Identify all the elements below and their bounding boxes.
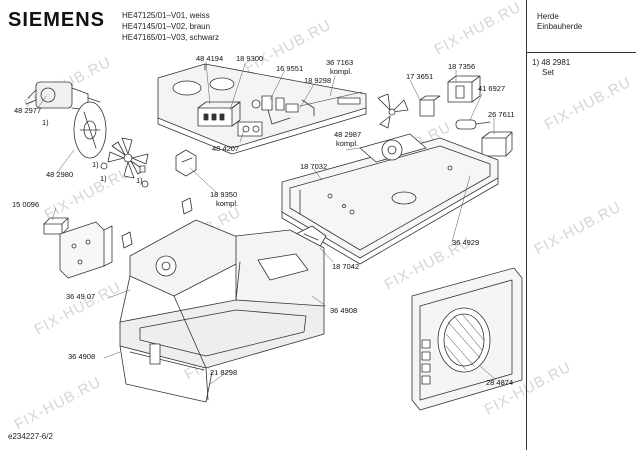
fan-shield-plate [73, 101, 107, 159]
part-label: 36 7163 [326, 58, 354, 67]
part-label: 15 0096 [12, 200, 40, 209]
part-label: 1) [92, 160, 99, 169]
fan-blade [107, 137, 149, 179]
brand-logo: SIEMENS [8, 9, 106, 31]
transformer [447, 75, 481, 103]
front-door [411, 267, 523, 411]
heating-relay [419, 95, 441, 117]
model-list: HE47125/01–V01, weiss HE47145/01–V02, br… [122, 10, 219, 43]
part-label: 18 7042 [332, 262, 360, 271]
selector-switch [237, 121, 263, 137]
oven-cavity [119, 219, 325, 403]
part-label: 48 2987 [334, 130, 362, 139]
motor-small-right [481, 131, 513, 157]
part-label: 48 2980 [46, 170, 74, 179]
part-label: 1) [136, 176, 143, 185]
side-note-ref: 1) 48 2981 [532, 58, 571, 67]
part-label: 1) [100, 174, 107, 183]
back-panel [281, 133, 499, 265]
thermostat-parts [261, 95, 315, 125]
part-label: 48 4207 [212, 144, 240, 153]
subcategory: Einbauherde [537, 22, 583, 31]
small-nuts [100, 162, 149, 188]
document-code: e234227-6/2 [8, 432, 53, 441]
small-clip-b [121, 231, 133, 249]
part-label: kompl. [216, 199, 239, 208]
indicator-lamp [251, 99, 261, 109]
part-label: 18 7032 [300, 162, 328, 171]
side-note-label: Set [542, 68, 555, 77]
model-line: HE47125/01–V01, weiss [122, 11, 210, 20]
fan-wheel-right [377, 93, 409, 129]
part-label: 48 2977 [14, 106, 42, 115]
leader-lines [37, 61, 497, 385]
part-label: 18 9300 [236, 54, 264, 63]
part-label: 1) [42, 118, 49, 127]
part-label: 48 4194 [196, 54, 224, 63]
part-label: kompl. [336, 139, 359, 148]
part-label: 41 6927 [478, 84, 506, 93]
category: Herde [537, 12, 559, 21]
part-label: 17 3651 [406, 72, 434, 81]
part-label: 18 9350 [210, 190, 238, 199]
part-label: 16 9551 [276, 64, 304, 73]
part-label: 18 9298 [304, 76, 332, 85]
part-label: kompl. [330, 67, 353, 76]
side-bracket-left [59, 221, 113, 279]
side-note: 1) 48 2981 Set [532, 58, 570, 78]
bracket-clip [175, 149, 197, 177]
divider-horizontal [526, 52, 636, 53]
model-line: HE47145/01–V02, braun [122, 22, 211, 31]
part-label: 36 4929 [452, 238, 480, 247]
part-label: 21 8298 [210, 368, 238, 377]
connector-block [43, 217, 69, 235]
category-block: Herde Einbauherde [537, 12, 582, 32]
part-label: 36 49 07 [66, 292, 96, 301]
part-label: 26 7611 [488, 110, 515, 119]
part-label: 36 4908 [330, 306, 358, 315]
part-label: 18 7356 [448, 62, 476, 71]
model-line: HE47165/01–V03, schwarz [122, 33, 219, 42]
part-label: 36 4908 [68, 352, 96, 361]
divider-vertical [526, 0, 527, 450]
switch-block [197, 101, 241, 127]
capacitor [455, 119, 491, 130]
small-clip-a [181, 197, 193, 215]
part-label: 28 4874 [486, 378, 514, 387]
